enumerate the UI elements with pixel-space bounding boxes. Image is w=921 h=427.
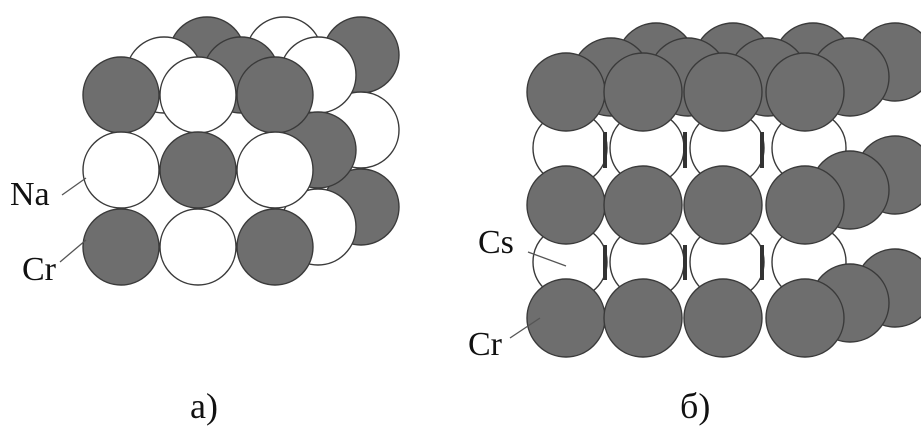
na-atom (159, 56, 237, 134)
cr-atom (683, 52, 763, 132)
cr-atom (765, 278, 845, 358)
panel-b-structure (526, 22, 921, 358)
cr-atom (603, 52, 683, 132)
cr-leader-line-a (59, 239, 87, 263)
cr-atom (683, 278, 763, 358)
na-atom (159, 208, 237, 286)
na-leader-line (61, 177, 87, 196)
cr-atom (82, 56, 160, 134)
label-cr-a: Cr (22, 251, 57, 288)
cr-atom (236, 56, 314, 134)
cr-atom (82, 208, 160, 286)
cr-atom (765, 52, 845, 132)
cr-atom (526, 52, 606, 132)
cr-atom (683, 165, 763, 245)
cr-atom (526, 165, 606, 245)
label-cs: Cs (478, 224, 514, 261)
cr-atom (526, 278, 606, 358)
cr-atom (603, 165, 683, 245)
cr-atom (236, 208, 314, 286)
label-cr-b: Cr (468, 326, 503, 363)
cr-atom (765, 165, 845, 245)
label-na: Na (10, 176, 50, 213)
na-atom (236, 131, 314, 209)
caption-b: б) (680, 386, 710, 426)
panel-a-structure (82, 16, 400, 286)
na-atom (82, 131, 160, 209)
caption-a: а) (190, 386, 218, 426)
cr-atom (159, 131, 237, 209)
cr-leader-line-b (509, 317, 541, 339)
cs-leader-line (527, 251, 567, 267)
cr-atom (603, 278, 683, 358)
